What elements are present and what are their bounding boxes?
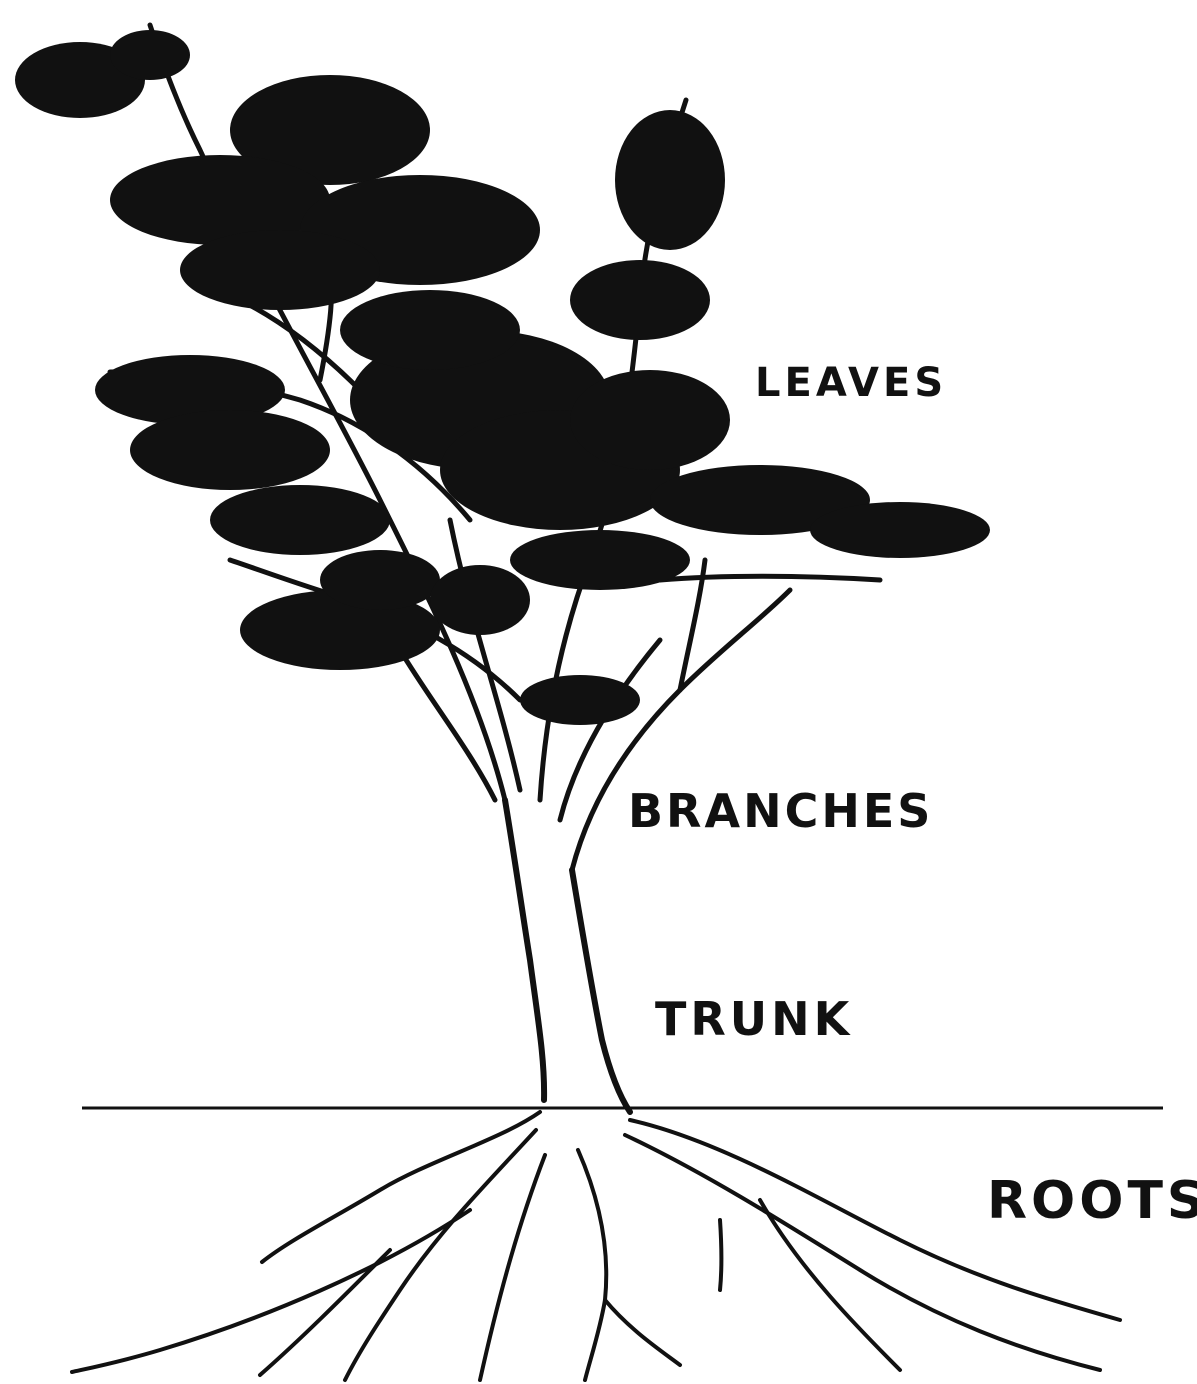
leaves-label: LEAVES [755,363,947,403]
branches-label: BRANCHES [628,788,933,834]
trunk-label: TRUNK [655,996,853,1042]
tree-trunk [505,800,630,1112]
tree-roots [72,1112,1120,1380]
roots-label: ROOTS [987,1175,1197,1227]
